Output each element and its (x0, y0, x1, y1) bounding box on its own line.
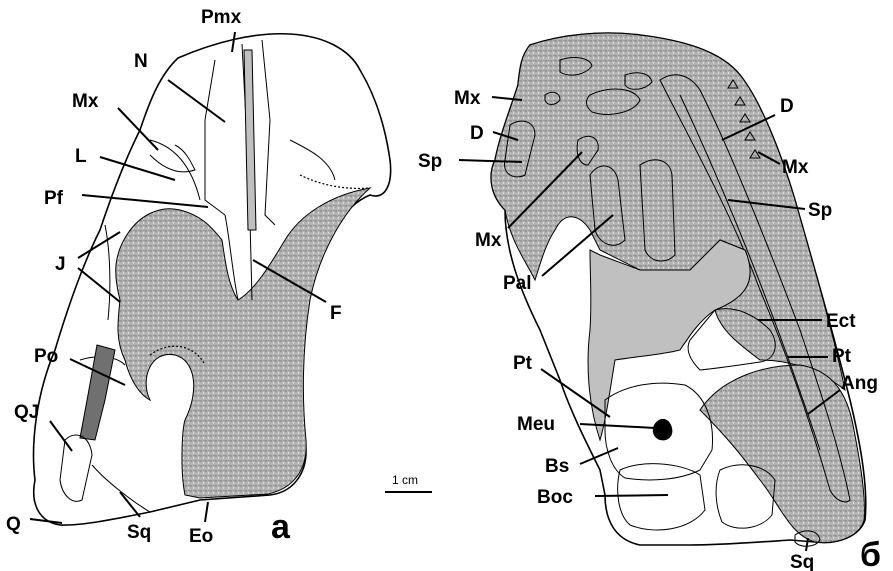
label-eo: Eo (189, 526, 213, 547)
label-pt-b1: Pt (513, 353, 533, 374)
leader-boc (595, 495, 668, 496)
panel-b-letter: б (860, 536, 881, 571)
label-f: F (330, 303, 342, 324)
label-meu: Meu (517, 414, 555, 435)
label-pmx: Pmx (201, 7, 242, 28)
scale-bar-label: 1 cm (392, 473, 418, 487)
label-q: Q (6, 514, 21, 535)
scale-bar: 1 cm (385, 473, 432, 492)
panel-a-letter: a (271, 508, 291, 546)
label-ect: Ect (826, 311, 856, 332)
label-boc: Boc (537, 487, 573, 508)
label-pt-b2: Pt (832, 346, 852, 367)
label-mx-b2: Mx (475, 230, 502, 251)
label-sq-a: Sq (127, 522, 151, 543)
label-mx-b1: Mx (454, 88, 481, 109)
label-pf: Pf (44, 188, 64, 209)
label-d-b1: D (470, 123, 484, 144)
label-n: N (134, 51, 148, 72)
label-pal: Pal (503, 273, 532, 294)
leader-eo (205, 502, 208, 522)
label-sq-b: Sq (790, 552, 814, 571)
label-ang: Ang (841, 373, 878, 394)
label-mx-a: Mx (72, 91, 99, 112)
label-po: Po (34, 346, 58, 367)
label-mx-b3: Mx (782, 157, 809, 178)
label-j: J (55, 254, 66, 275)
label-sp-b2: Sp (808, 200, 832, 221)
label-qj: QJ (14, 402, 39, 423)
label-bs: Bs (545, 456, 569, 477)
label-sp-b1: Sp (418, 151, 442, 172)
label-d-b2: D (780, 96, 794, 117)
label-l: L (75, 146, 87, 167)
